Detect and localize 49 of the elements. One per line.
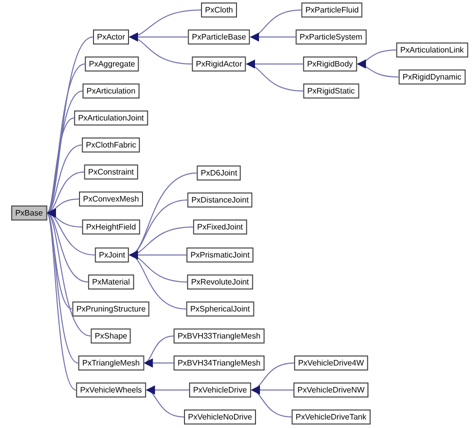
class-box: PxArticulationJoint [74,110,148,126]
class-box: PxRigidDynamic [398,70,466,84]
inheritance-arrow [250,387,292,418]
class-box: PxVehicleNoDrive [184,410,256,424]
class-box: PxVehicleDrive [189,382,251,398]
class-box: PxBase [11,206,47,220]
class-box: PxD6Joint [196,166,242,180]
class-box: PxVehicleDriveTank [292,410,370,424]
class-box: PxBVH34TriangleMesh [174,356,264,370]
class-box: PxParticleSystem [296,30,366,44]
class-box: PxParticleFluid [301,2,363,18]
class-box: PxDistanceJoint [187,192,253,208]
class-box: PxShape [90,328,132,344]
class-box: PxRevoluteJoint [187,274,253,290]
class-box: PxHeightField [82,220,140,234]
class-box: PxTriangleMesh [78,356,144,370]
class-box: PxVehicleDriveNW [293,382,369,398]
inheritance-arrow [46,144,82,214]
class-box: PxActor [93,30,129,44]
inheritance-arrow [128,252,187,310]
class-box: PxVehicleDrive4W [294,356,368,370]
class-box: PxClothFabric [82,138,140,152]
class-box: PxRigidActor [192,56,246,72]
inheritance-arrow [356,60,400,78]
class-box: PxJoint [94,248,130,262]
class-box: PxArticulation [82,84,140,98]
class-box: PxPrismaticJoint [186,248,254,262]
inheritance-arrow [46,118,75,214]
class-box: PxRigidStatic [303,84,359,98]
class-box: PxVehicleWheels [76,382,146,398]
class-box: PxConvexMesh [78,192,144,206]
inheritance-arrow [46,212,79,364]
inheritance-arrow [128,34,192,64]
class-box: PxMaterial [88,274,134,290]
inheritance-arrow [145,387,184,418]
class-box: PxFixedJoint [193,220,247,234]
class-box: PxSphericalJoint [186,302,254,316]
inheritance-arrow [46,212,92,336]
inheritance-arrow [246,60,304,92]
class-box: PxArticulationLink [396,42,468,58]
class-box: PxBVH33TriangleMesh [174,328,264,344]
class-box: PxRigidBody [303,56,357,72]
class-box: PxConstraint [84,164,138,180]
class-box: PxParticleBase [188,30,250,44]
class-box: PxAggregate [84,56,140,72]
inheritance-arrow [143,358,174,368]
inheritance-arrow [250,32,296,42]
class-box: PxPruningStructure [72,302,150,316]
class-box: PxCloth [201,2,237,18]
